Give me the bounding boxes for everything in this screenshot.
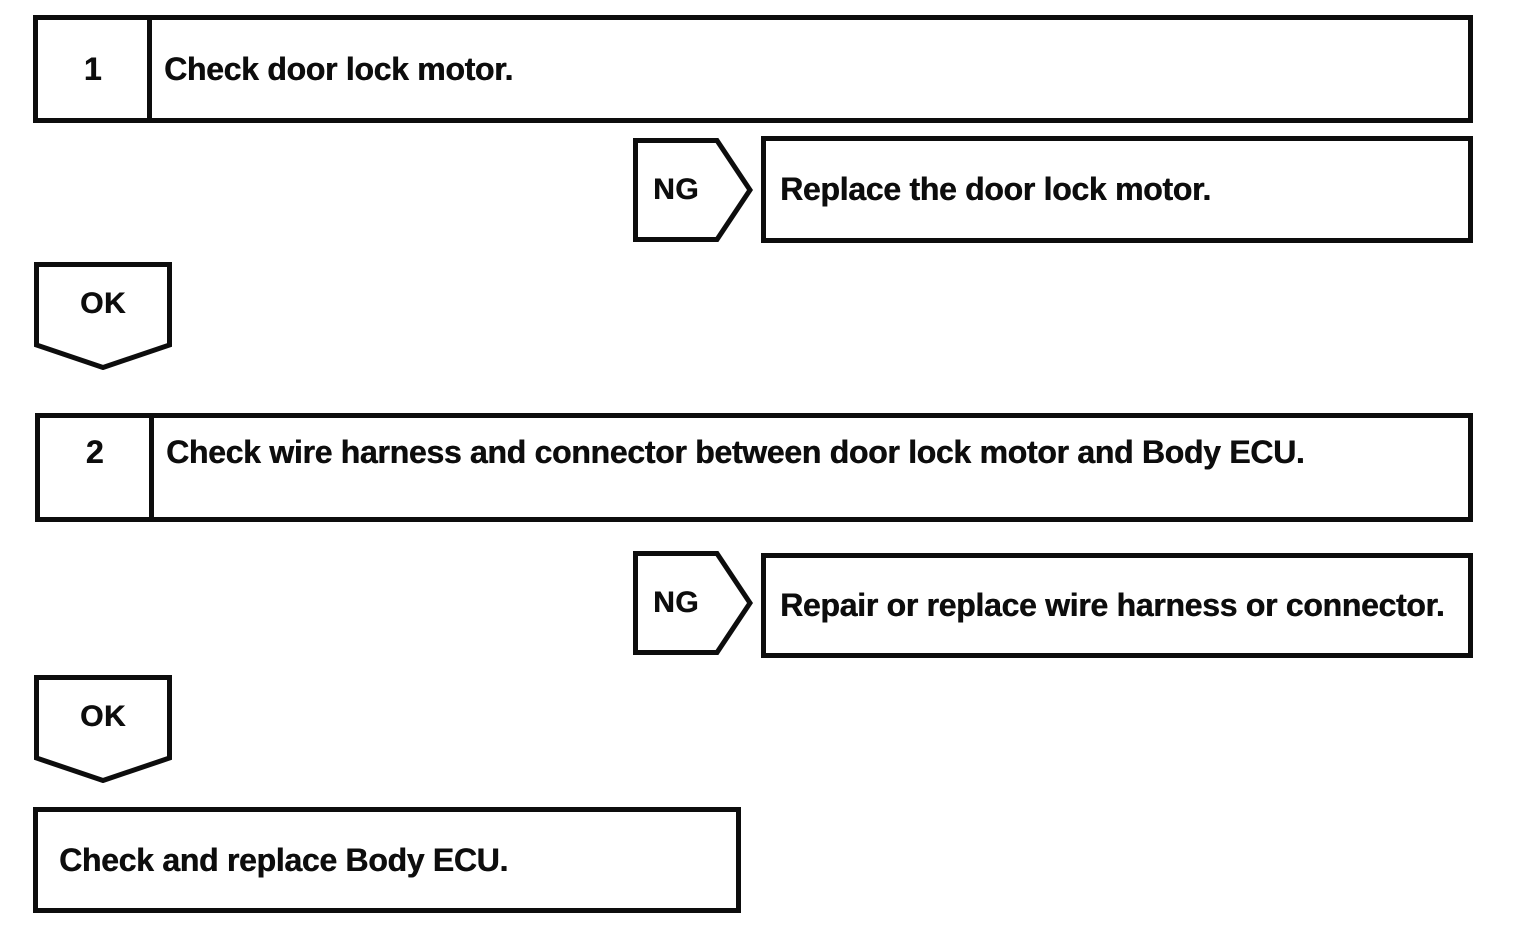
- ok-tag-1: OK: [34, 262, 172, 370]
- ng-pointer-icon: [633, 138, 753, 242]
- ok-pointer-icon: [34, 262, 172, 370]
- step-1-box: 1 Check door lock motor.: [33, 15, 1473, 123]
- ng-branch-1-label: NG: [653, 173, 699, 206]
- step-1-title: Check door lock motor.: [164, 50, 514, 87]
- ng-result-1-box: Replace the door lock motor.: [761, 136, 1473, 243]
- step-2-box: 2 Check wire harness and connector betwe…: [35, 413, 1473, 522]
- ng-branch-1-tag: NG: [633, 138, 753, 242]
- ok-tag-2-label: OK: [80, 700, 126, 733]
- step-2-title: Check wire harness and connector between…: [166, 434, 1305, 470]
- ng-branch-2-label: NG: [653, 586, 699, 619]
- ok-tag-2: OK: [34, 675, 172, 783]
- final-action-box: Check and replace Body ECU.: [33, 807, 741, 913]
- ng-result-1-text: Replace the door lock motor.: [780, 171, 1211, 207]
- ok-tag-1-label: OK: [80, 287, 126, 320]
- final-action-text: Check and replace Body ECU.: [59, 841, 508, 878]
- ng-branch-2-tag: NG: [633, 551, 753, 655]
- ng-pointer-icon: [633, 551, 753, 655]
- step-1-number: 1: [38, 20, 152, 118]
- ok-pointer-icon: [34, 675, 172, 783]
- ng-result-2-box: Repair or replace wire harness or connec…: [761, 553, 1473, 658]
- step-2-number: 2: [40, 418, 154, 517]
- ng-result-2-text: Repair or replace wire harness or connec…: [780, 587, 1445, 623]
